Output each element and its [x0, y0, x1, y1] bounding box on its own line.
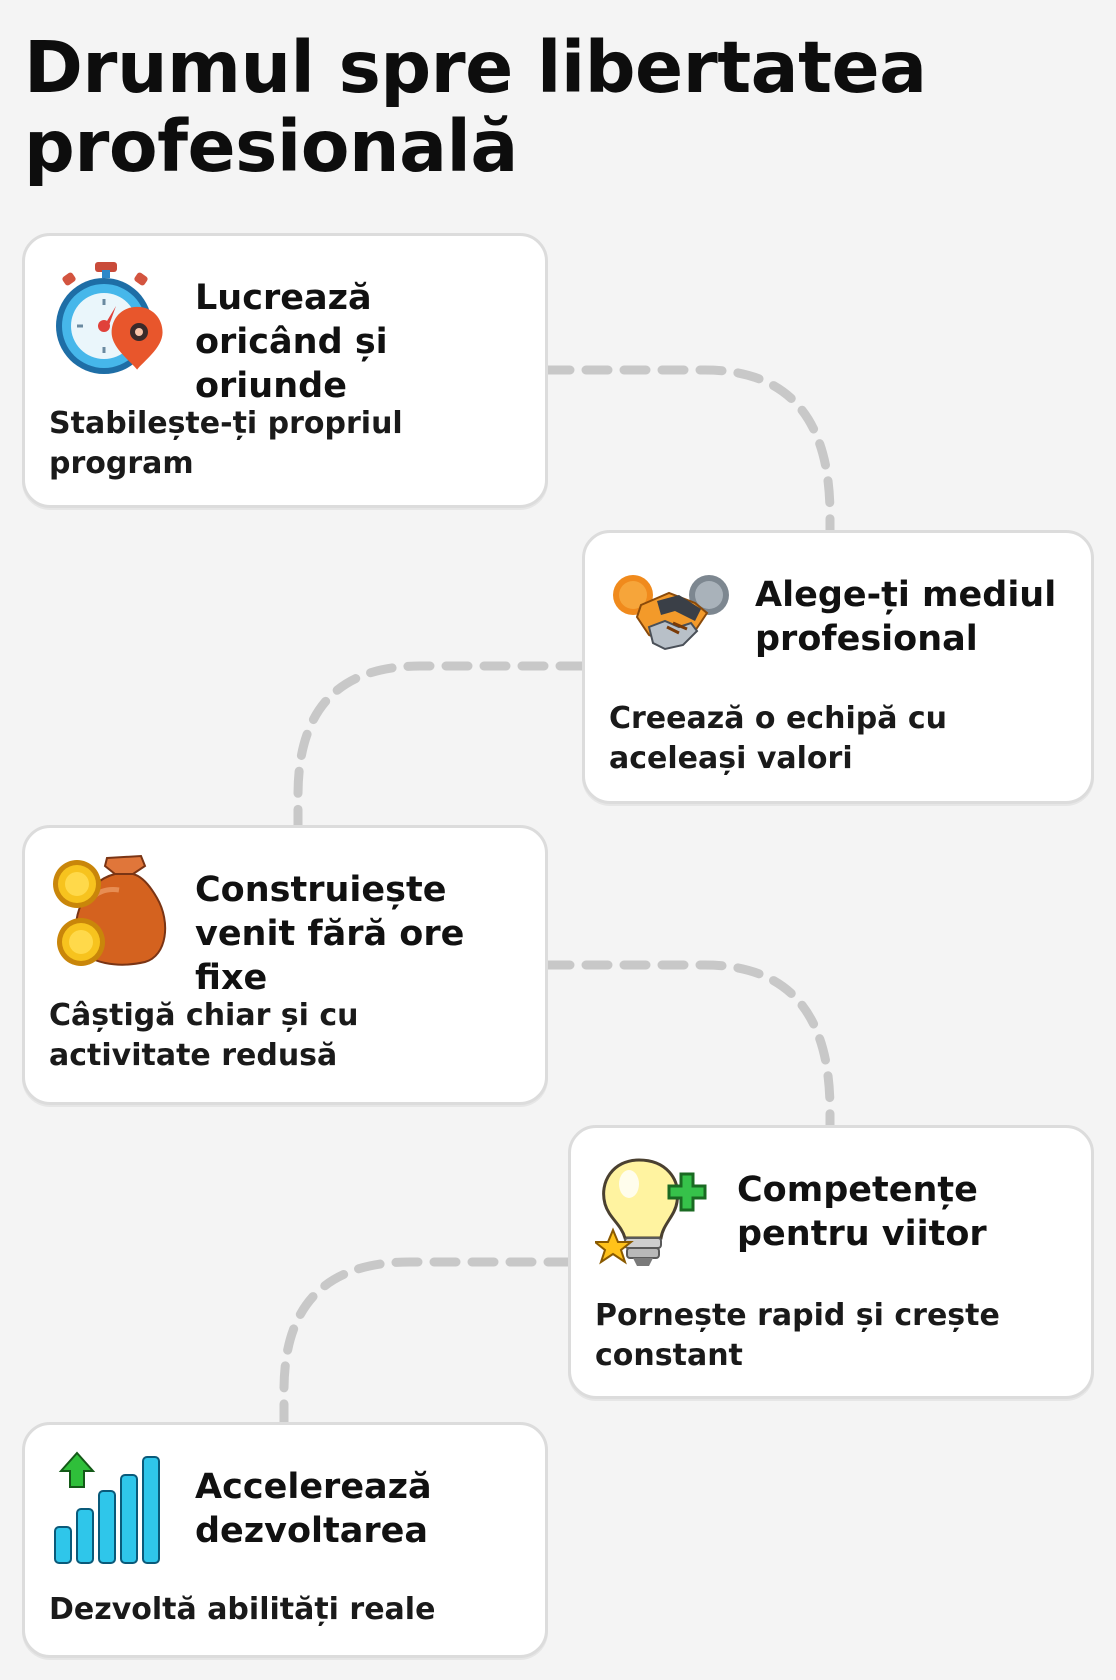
step-card-4: Competențe pentru viitor Pornește rapid …: [568, 1125, 1094, 1399]
step-title: Accelerează dezvoltarea: [195, 1467, 432, 1551]
step-description: Dezvoltă abilități reale: [49, 1592, 436, 1627]
lightbulb-plus-icon: [595, 1152, 715, 1272]
step-card-3: Construiește venit fără ore fixe Câștigă…: [22, 825, 548, 1105]
connector-4-5: [279, 1257, 575, 1427]
step-card-2: Alege-ți mediul profesional Creează o ec…: [582, 530, 1094, 804]
page-title: Drumul spre libertatea profesională: [24, 26, 927, 188]
growth-bars-icon: [49, 1449, 169, 1569]
step-title: Competențe pentru viitor: [737, 1170, 987, 1254]
step-card-5: Accelerează dezvoltarea Dezvoltă abilită…: [22, 1422, 548, 1658]
connector-3-4: [543, 960, 835, 1130]
step-description: Creează o echipă cu aceleași valori: [609, 701, 948, 776]
step-description: Câștigă chiar și cu activitate redusă: [49, 998, 359, 1073]
stopwatch-location-icon: [49, 260, 169, 380]
step-title: Alege-ți mediul profesional: [755, 575, 1057, 659]
handshake-icon: [609, 557, 729, 677]
step-description: Pornește rapid și crește constant: [595, 1298, 1000, 1373]
step-title: Construiește venit fără ore fixe: [195, 870, 465, 998]
money-bag-coins-icon: [49, 852, 169, 972]
connector-1-2: [543, 365, 835, 535]
connector-2-3: [293, 661, 587, 830]
step-title: Lucrează oricând și oriunde: [195, 278, 388, 406]
step-description: Stabilește-ți propriul program: [49, 406, 403, 481]
step-card-1: Lucrează oricând și oriunde Stabilește-ț…: [22, 233, 548, 508]
